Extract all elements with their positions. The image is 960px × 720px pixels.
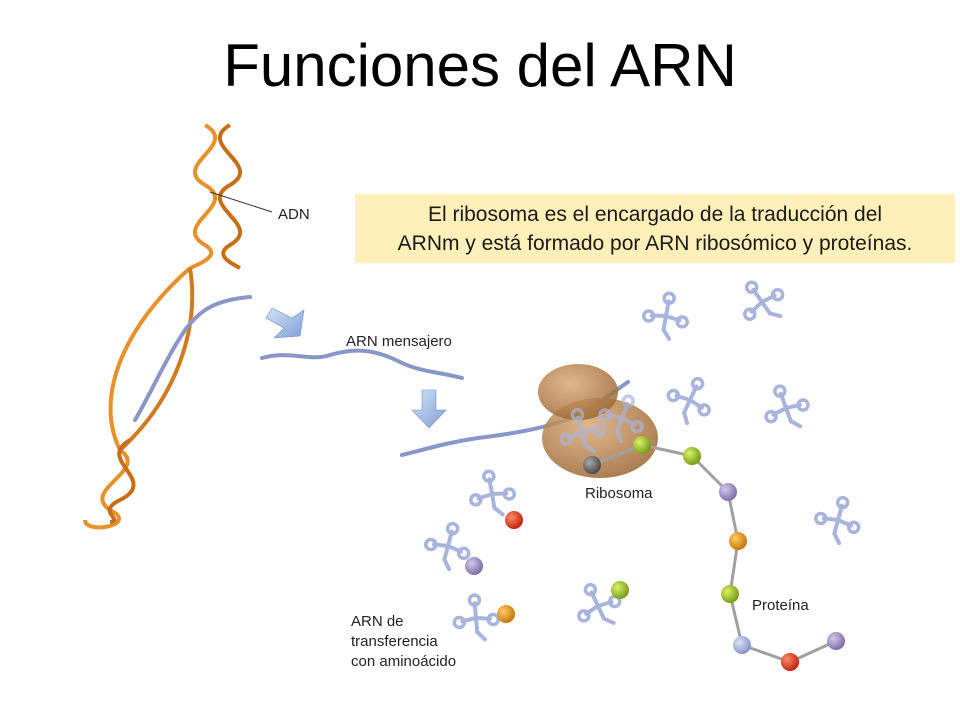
- callout-line-2: ARNm y está formado por ARN ribosómico y…: [397, 232, 913, 255]
- arnt-label-line-1: ARN de: [351, 613, 404, 630]
- adn-label: ADN: [278, 206, 310, 223]
- dna-helix: [83, 123, 273, 530]
- arn-mensajero-label: ARN mensajero: [346, 333, 452, 350]
- ribosome-small-subunit: [538, 364, 618, 420]
- transcription-arrow: [265, 307, 305, 339]
- mrna-strand-upper: [260, 348, 464, 380]
- dna-upper-helix: [189, 123, 243, 270]
- dna-left-strand: [108, 266, 192, 451]
- arnt-label-line-2: transferencia: [351, 633, 438, 650]
- callout-line-1: El ribosoma es el encargado de la traduc…: [427, 203, 883, 226]
- dna-lower-helix: [83, 438, 136, 530]
- ribosoma-label: Ribosoma: [585, 485, 653, 502]
- arnt-label-line-3: con aminoácido: [351, 653, 457, 670]
- proteina-label: Proteína: [752, 597, 809, 614]
- charged-trna-molecules: [419, 465, 630, 644]
- protein-chain: [583, 436, 845, 671]
- free-trna-molecules: [638, 268, 868, 549]
- rna-transcript: [133, 295, 252, 422]
- arnt-label: ARN de transferencia con aminoácido: [351, 612, 456, 672]
- page-title: Funciones del ARN: [223, 32, 737, 99]
- ribosome: [538, 364, 658, 478]
- dna-right-strand: [118, 267, 195, 452]
- ribosome-callout: El ribosoma es el encargado de la traduc…: [355, 194, 955, 263]
- adn-leader-line: [209, 191, 273, 213]
- translation-arrow: [411, 389, 447, 429]
